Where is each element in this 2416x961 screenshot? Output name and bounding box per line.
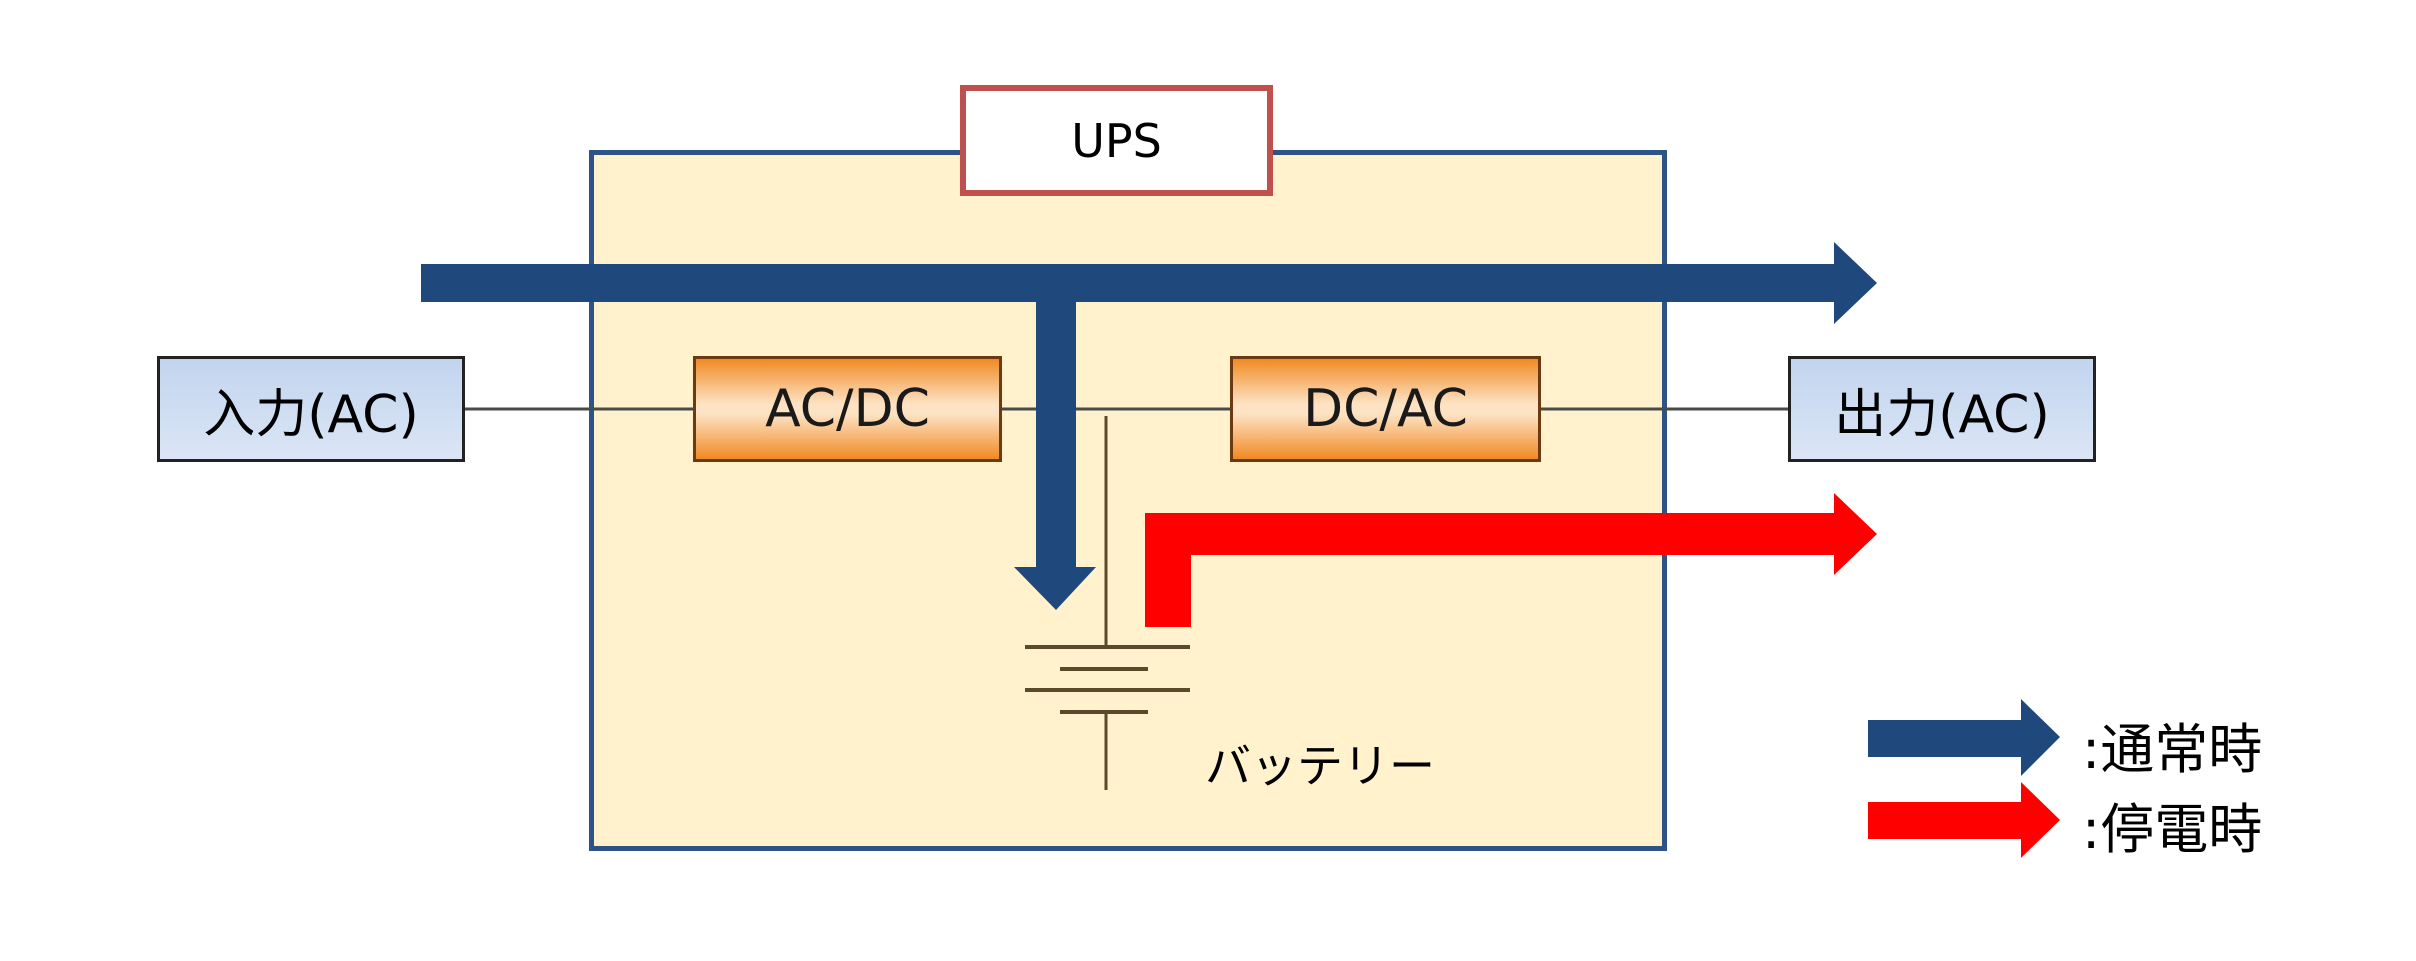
input-ac-block: 入力(AC) xyxy=(157,356,465,462)
ac-dc-converter-block: AC/DC xyxy=(693,356,1002,462)
legend-outage-arrow-icon xyxy=(1868,782,2060,858)
battery-label: バッテリー xyxy=(1205,739,1435,793)
legend-outage-label: :停電時 xyxy=(2082,798,2263,861)
legend-normal-arrow-icon xyxy=(1868,699,2060,776)
charge-flow-arrow xyxy=(1014,300,1096,610)
normal-flow-arrow xyxy=(421,242,1877,324)
output-ac-block: 出力(AC) xyxy=(1788,356,2096,462)
dc-ac-inverter-block: DC/AC xyxy=(1230,356,1541,462)
outage-flow-arrow xyxy=(1145,493,1877,627)
legend-normal-label: :通常時 xyxy=(2082,718,2263,781)
ups-title-label: UPS xyxy=(960,85,1273,196)
